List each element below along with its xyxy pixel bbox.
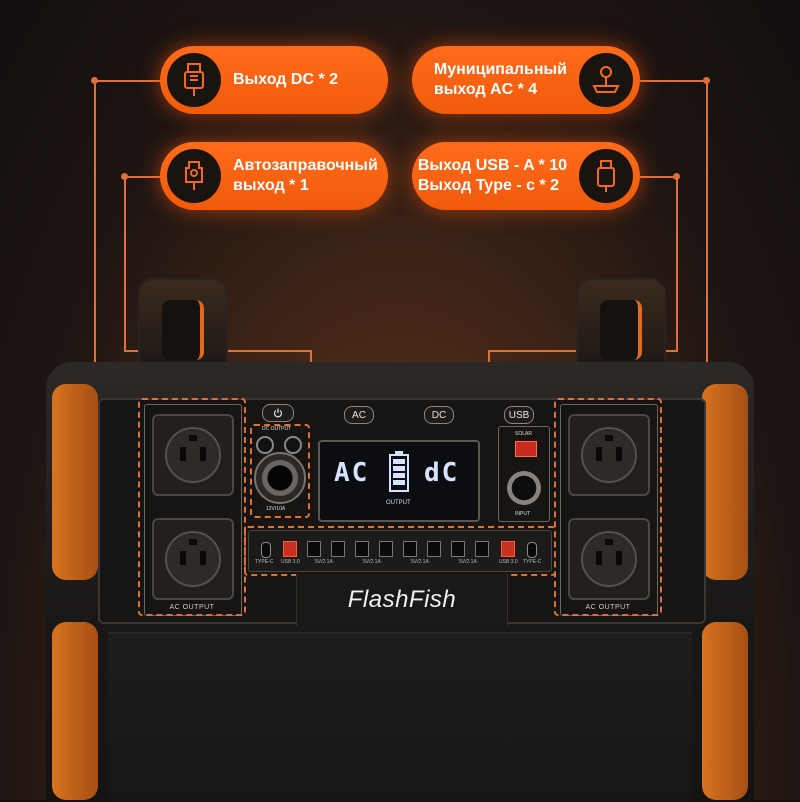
solar-input-panel: SOLAR INPUT [498,426,550,522]
callout-car-output: Автозаправочный выход * 1 [160,142,388,210]
usb-port[interactable] [427,541,441,557]
callout-car-output-line2: выход * 1 [233,177,309,194]
ac-outlet[interactable] [152,518,234,600]
ac-plug-icon [579,53,633,107]
callout-car-output-line1: Автозаправочный [233,157,378,174]
car-charger-icon [167,149,221,203]
ac-output-left-highlight [138,398,246,616]
dc-button[interactable]: DC [424,406,454,424]
dc-output-highlight [250,424,310,518]
usb-qc-left-label: USB 3.0 [281,559,300,565]
usb-qc-port[interactable] [283,541,297,557]
car-socket-label: 12V/10A [266,506,286,512]
leader-dot [703,77,710,84]
leader-car-output [124,176,162,352]
right-bumper [702,384,748,580]
left-bumper [52,384,98,580]
usb-port[interactable] [379,541,393,557]
callout-dc-output-line1: Выход DC * 2 [233,71,339,88]
dc-input-port[interactable] [507,471,541,505]
type-c-port[interactable] [261,542,271,558]
callout-ac-output: Муниципальный выход AC * 4 [412,46,640,114]
lcd-output-label: OUTPUT [386,500,411,506]
anderson-port[interactable] [515,441,537,457]
dc-output-label: DC OUTPUT [262,426,292,432]
usb-port[interactable] [475,541,489,557]
right-bumper-lower [702,622,748,800]
usb-group4-label: 5V/2.1A [459,559,477,565]
leader-dot [121,173,128,180]
ac-output-right-label: AC OUTPUT [585,604,631,611]
usb-group1-label: 5V/2.1A [315,559,333,565]
power-icon [273,408,283,418]
car-socket[interactable] [254,452,306,504]
usb-port[interactable] [355,541,369,557]
right-handle [576,278,666,378]
type-c-left-label: TYPE-C [255,559,274,565]
ac-outlet[interactable] [152,414,234,496]
usb-qc-port[interactable] [501,541,515,557]
leader-dc-output [94,80,162,400]
lcd-ac-text: AC [334,458,370,488]
ac-output-right-highlight [554,398,662,616]
type-c-right-label: TYPE-C [523,559,542,565]
dc-jack[interactable] [256,436,274,454]
leader-dot [91,77,98,84]
power-station-lower-body [108,632,692,802]
callout-usb-output: Выход USB - A * 10 Выход Type - c * 2 [412,142,640,210]
usb-plug-icon [579,149,633,203]
callout-dc-output: Выход DC * 2 [160,46,388,114]
lcd-display: AC dC OUTPUT [318,440,480,522]
usb-button[interactable]: USB [504,406,534,424]
battery-icon [389,451,409,492]
callout-usb-output-line1: Выход USB - A * 10 [417,157,567,174]
left-bumper-lower [52,622,98,800]
solar-label: SOLAR [515,431,532,437]
ac-output-left-label: AC OUTPUT [169,604,215,611]
usb-port-strip: TYPE-C USB 3.0 5V/2.1A 5V/2.1A 5V/2.1A 5… [248,530,552,572]
brand-logo: FlashFish [296,574,508,626]
dc-jack[interactable] [284,436,302,454]
ac-outlet[interactable] [568,518,650,600]
usb-port[interactable] [451,541,465,557]
type-c-port[interactable] [527,542,537,558]
power-button[interactable] [262,404,294,422]
ac-button[interactable]: AC [344,406,374,424]
input-label: INPUT [515,511,530,517]
callout-usb-output-line2: Выход Type - c * 2 [417,177,559,194]
usb-qc-right-label: USB 3.0 [499,559,518,565]
ac-outlet[interactable] [568,414,650,496]
lcd-dc-text: dC [424,458,460,488]
callout-ac-output-line2: выход AC * 4 [433,81,538,98]
usb-port[interactable] [307,541,321,557]
callout-ac-output-line1: Муниципальный [433,61,567,78]
usb-port[interactable] [403,541,417,557]
leader-usb-output [640,176,678,352]
usb-port[interactable] [331,541,345,557]
dc-plug-icon [167,53,221,107]
leader-dot [673,173,680,180]
usb-group2-label: 5V/2.1A [363,559,381,565]
usb-group3-label: 5V/2.1A [411,559,429,565]
